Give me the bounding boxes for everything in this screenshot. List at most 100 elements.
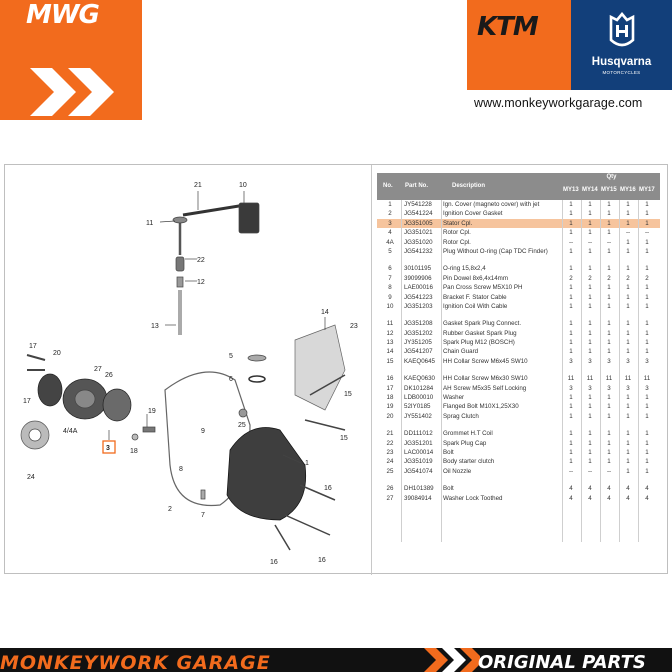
exploded-parts-diagram: 21 10 11 22 12 13 14 23 17 20 27 26 17 4…: [20, 182, 358, 566]
cell-qty: 4: [607, 485, 611, 493]
callout-label: 7: [201, 512, 205, 519]
cell-qty: 1: [645, 284, 649, 292]
cell-part-no: LAC00014: [404, 448, 434, 456]
cell-qty: 1: [607, 458, 611, 466]
cell-item-no: 27: [386, 494, 394, 502]
cell-qty: 1: [626, 201, 630, 208]
callout-label: 16: [270, 559, 278, 566]
table-spacer: [377, 421, 660, 429]
cell-qty: 1: [607, 284, 611, 292]
cell-qty: 1: [645, 320, 649, 328]
cell-qty: 1: [607, 412, 611, 420]
cell-qty: 4: [626, 494, 630, 502]
cell-qty: 1: [607, 210, 611, 218]
cell-qty: 1: [645, 467, 649, 475]
callout-label-highlighted[interactable]: 3: [106, 445, 110, 452]
callout-label: 11: [146, 220, 153, 227]
cell-description: Washer: [443, 394, 465, 402]
cell-qty: 1: [569, 284, 573, 292]
cell-item-no: 1: [388, 201, 392, 208]
cell-qty: 1: [645, 439, 649, 447]
cell-qty: 1: [645, 348, 649, 356]
ktm-logo[interactable]: KTM: [467, 0, 571, 90]
cell-qty: 1: [645, 458, 649, 466]
callout-label: 1: [305, 460, 309, 467]
footer-brand-text: MONKEYWORK GARAGE: [0, 652, 271, 672]
cell-qty: 1: [569, 210, 573, 218]
cell-qty: 1: [607, 201, 611, 208]
cell-qty: 1: [588, 284, 592, 292]
cell-qty: 1: [569, 412, 573, 420]
husqvarna-logo[interactable]: Husqvarna MOTORCYCLES: [571, 0, 672, 90]
table-column-line: [441, 200, 442, 542]
cell-part-no: JG351201: [404, 439, 433, 447]
cell-qty: 1: [645, 201, 649, 208]
cell-qty: 1: [607, 302, 611, 310]
cell-qty: 1: [588, 430, 592, 438]
cell-description: Pan Cross Screw M5X10 PH: [443, 284, 523, 292]
cell-qty: 1: [645, 238, 649, 246]
cell-description: O-ring 15,8x2,4: [443, 265, 486, 273]
cell-qty: 3: [588, 357, 592, 365]
cell-qty: 1: [569, 201, 573, 208]
cell-part-no: 39084914: [404, 494, 432, 502]
cell-item-no: 14: [386, 348, 394, 356]
husqvarna-logo-text: Husqvarna: [591, 56, 652, 68]
cell-qty: --: [625, 229, 631, 237]
cell-description: Spark Plug Cap: [443, 439, 487, 447]
cell-description: AH Screw M5x35 Self Locking: [443, 384, 527, 392]
cell-qty: 4: [626, 485, 630, 493]
cell-qty: 1: [569, 320, 573, 328]
cell-description: Washer Lock Toothed: [443, 494, 503, 502]
cell-qty: 1: [569, 448, 573, 456]
cell-qty: 3: [607, 357, 611, 365]
cell-item-no: 9: [388, 293, 392, 301]
cell-qty: 1: [569, 458, 573, 466]
cell-part-no: JG351208: [404, 320, 433, 328]
cell-qty: 1: [588, 247, 592, 255]
cell-qty: --: [568, 238, 574, 246]
cell-part-no: LDB00010: [404, 394, 434, 402]
panel-divider: [371, 165, 372, 575]
website-url[interactable]: www.monkeyworkgarage.com: [474, 96, 643, 110]
cell-qty: 2: [569, 274, 573, 282]
callout-label: 25: [238, 422, 246, 429]
ktm-logo-text: KTM: [477, 12, 539, 42]
cell-part-no: JG541224: [404, 210, 433, 218]
cell-qty: 1: [626, 439, 630, 447]
cell-description: HH Collar Screw M6x45 SW10: [443, 357, 528, 365]
cell-qty: 1: [626, 265, 630, 273]
mwg-logo[interactable]: MWG: [0, 0, 142, 120]
cell-description: Bolt: [443, 448, 454, 456]
cell-qty: 3: [588, 384, 592, 392]
cell-qty: 3: [645, 357, 649, 365]
